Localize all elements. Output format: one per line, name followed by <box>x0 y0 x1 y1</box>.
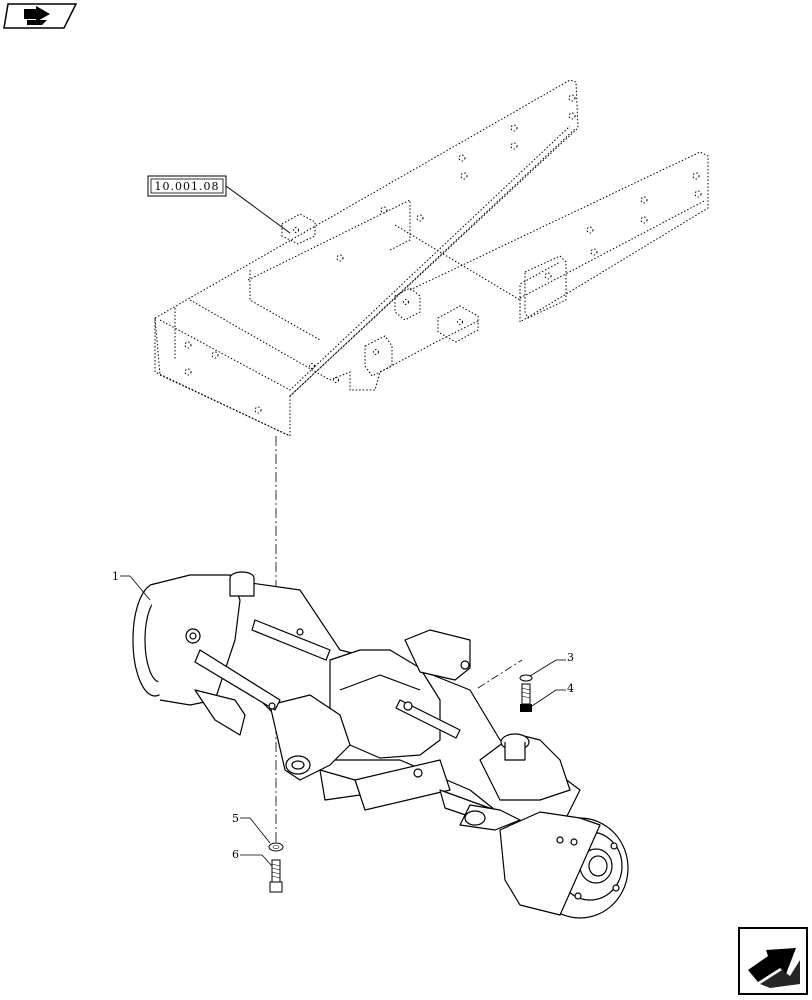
front-axle-assembly <box>132 571 629 919</box>
reference-callout[interactable]: 10.001.08 <box>147 175 291 234</box>
callout-3: 3 <box>529 651 574 677</box>
washer-part-5 <box>268 842 284 852</box>
callout-4: 4 <box>531 682 574 707</box>
reference-label: 10.001.08 <box>155 180 220 193</box>
chassis-frame <box>154 79 709 437</box>
bolt-part-6 <box>269 859 283 893</box>
callout-number-5: 5 <box>232 812 239 825</box>
callout-number-6: 6 <box>232 848 239 861</box>
washer-part-3 <box>519 674 533 682</box>
next-page-arrow-icon[interactable] <box>738 927 808 995</box>
centerline-short <box>477 659 523 689</box>
callout-5: 5 <box>232 812 271 844</box>
callout-number-1: 1 <box>112 570 119 583</box>
bolt-part-4 <box>520 683 532 712</box>
callout-number-3: 3 <box>567 651 574 664</box>
callout-6: 6 <box>232 848 273 867</box>
book-arrow-icon[interactable] <box>3 3 78 29</box>
callout-1: 1 <box>112 570 151 601</box>
callout-number-4: 4 <box>567 682 574 695</box>
